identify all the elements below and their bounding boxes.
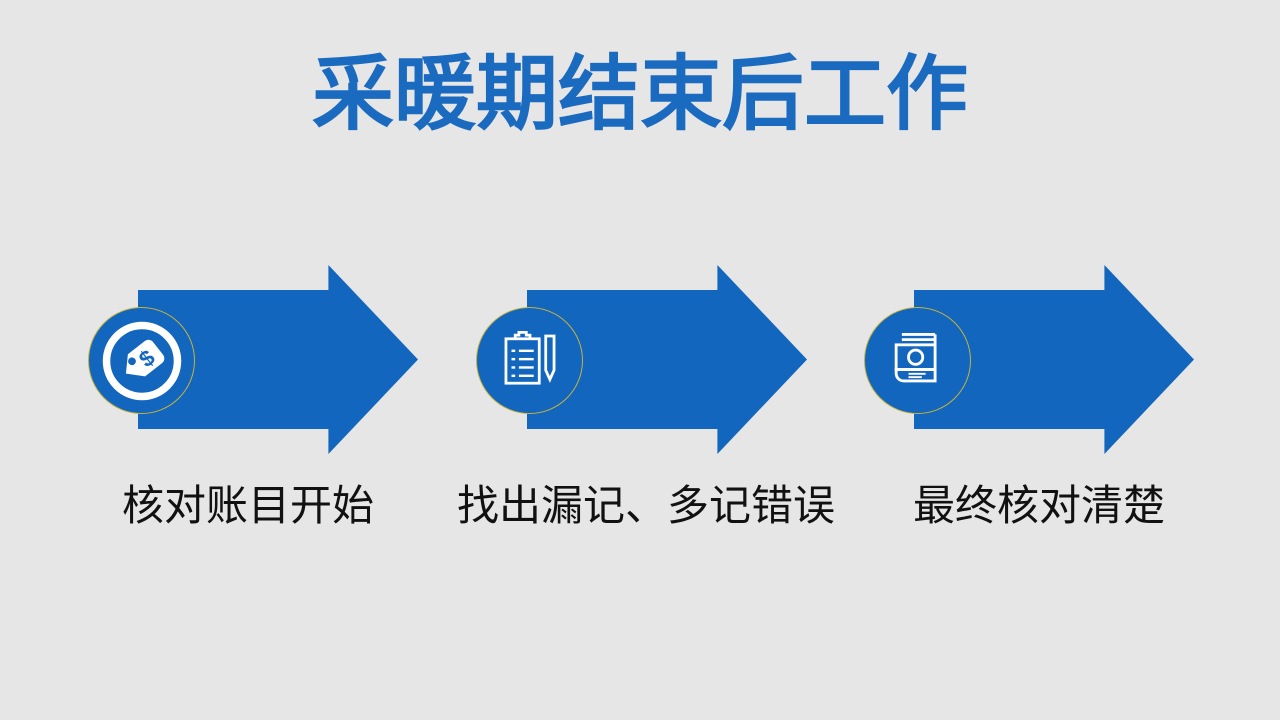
step-1-label: 核对账目开始: [122, 482, 375, 529]
slide-title: 采暖期结束后工作: [311, 49, 968, 140]
step-2-label: 找出漏记、多记错误: [457, 482, 836, 529]
price-tag-icon: $: [102, 321, 181, 400]
clipboard-checklist-icon: [504, 330, 555, 385]
ledger-book-icon: [894, 332, 937, 382]
step-2-icon-circle: [476, 307, 583, 414]
step-1-icon-circle: $: [88, 307, 195, 414]
step-3-icon-circle: [864, 307, 971, 414]
step-3-label: 最终核对清楚: [913, 482, 1166, 529]
